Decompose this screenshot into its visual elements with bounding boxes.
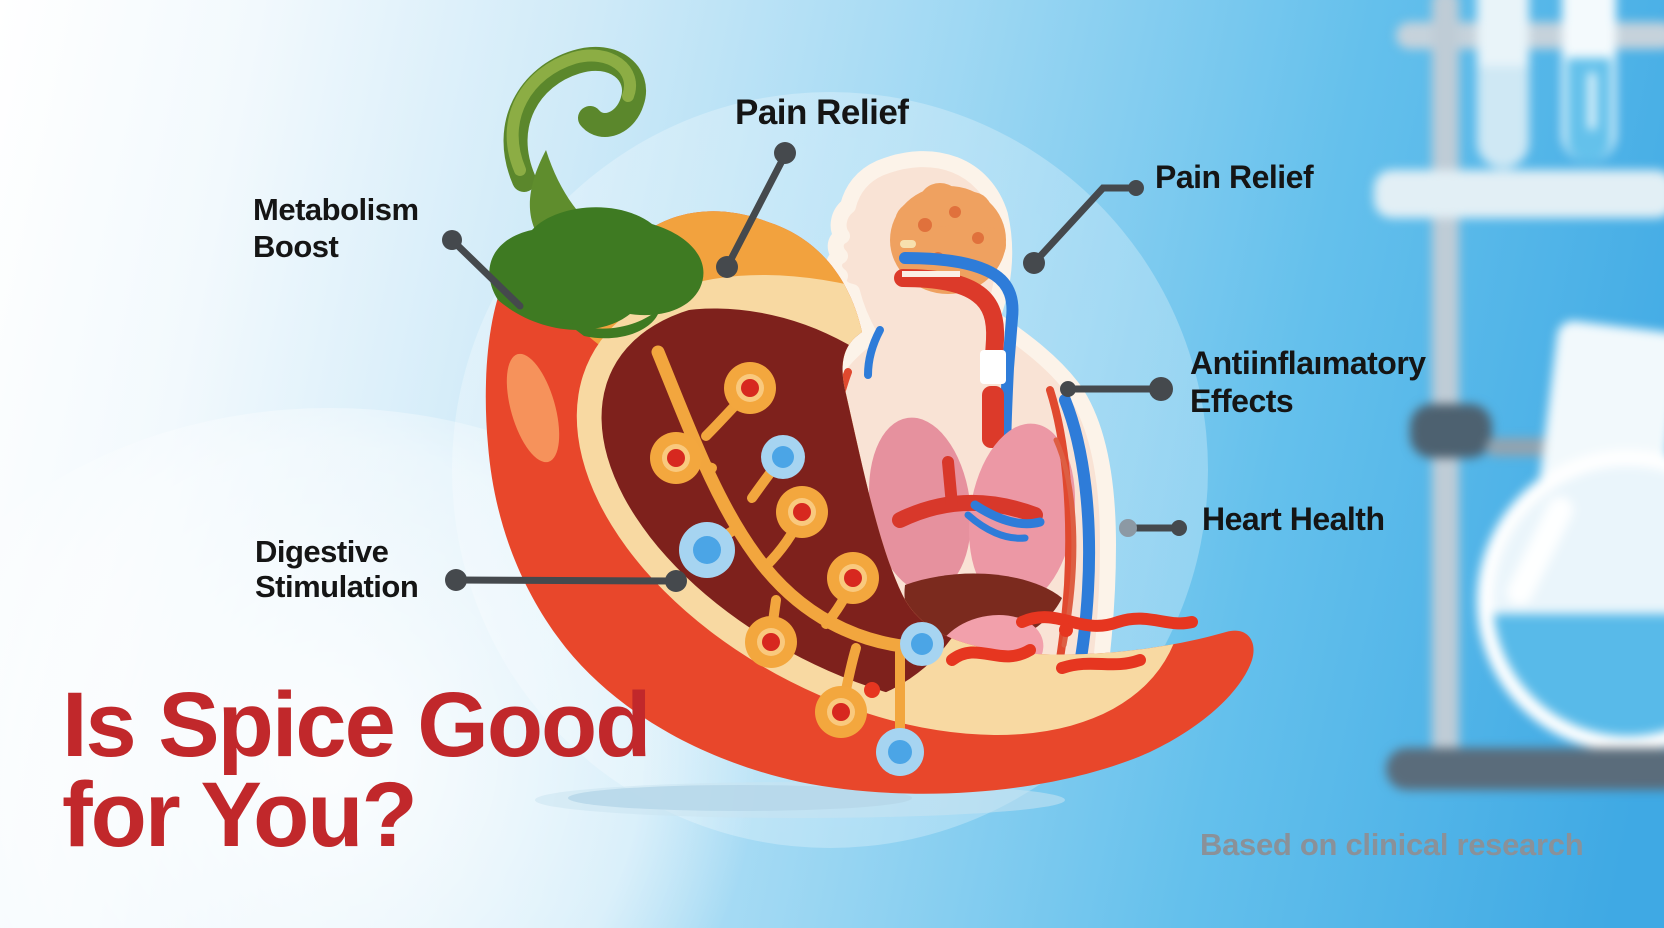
leader-metabolism-boost [442,230,524,310]
leader-pain-relief-body [1023,180,1144,274]
leader-pain-relief-pepper [716,142,796,278]
title-line: for You? [62,764,418,866]
pepper-highlight [506,353,560,463]
callout-heart-health: Heart Health [1202,501,1385,538]
footnote-text: Based on clinical research [1200,827,1584,862]
tail-vessel-squiggles [864,611,1198,698]
callout-line: Pain Relief [1155,159,1314,195]
pepper-seeds [650,362,879,738]
callout-pain-relief-body: Pain Relief [1155,159,1314,196]
lab-stand-base [1386,748,1664,790]
page-title: Is Spice Good for You? [62,674,651,866]
leader-digestive-stimulation [445,569,687,592]
test-tube-liquid [1477,66,1529,168]
heart-vessels [892,456,1045,542]
test-tube-icon [1477,0,1529,168]
capsaicin-dots [679,435,944,776]
callout-digestive-stimulation: Digestive Stimulation [255,534,419,604]
callout-line: Stimulation [255,569,419,604]
lab-shelf [1374,170,1664,218]
leader-heart-health [1119,519,1187,537]
callout-pain-relief-pepper: Pain Relief [735,93,909,132]
flask-liquid [1493,614,1664,736]
leader-antiinflammatory [1060,377,1173,401]
stand-clamp-knob [1410,404,1492,458]
callout-line: Antiinflaımatory [1190,345,1426,381]
test-tube-blue-icon [1562,0,1616,162]
pepper-stem [489,46,704,339]
title-line: Is Spice Good [62,674,651,776]
callout-line: Digestive [255,534,389,569]
lab-stand-rod [1432,0,1459,760]
test-tube-highlight [1588,72,1596,130]
callout-metabolism-boost: Metabolism Boost [253,191,419,265]
throat-vessels [864,252,1019,468]
callout-line: Pain Relief [735,93,909,132]
callout-line: Boost [253,229,339,264]
callout-line: Effects [1190,383,1294,419]
callout-line: Metabolism [253,192,419,227]
callout-antiinflammatory-effects: Antiinflaımatory Effects [1190,344,1426,420]
callout-line: Heart Health [1202,501,1385,537]
